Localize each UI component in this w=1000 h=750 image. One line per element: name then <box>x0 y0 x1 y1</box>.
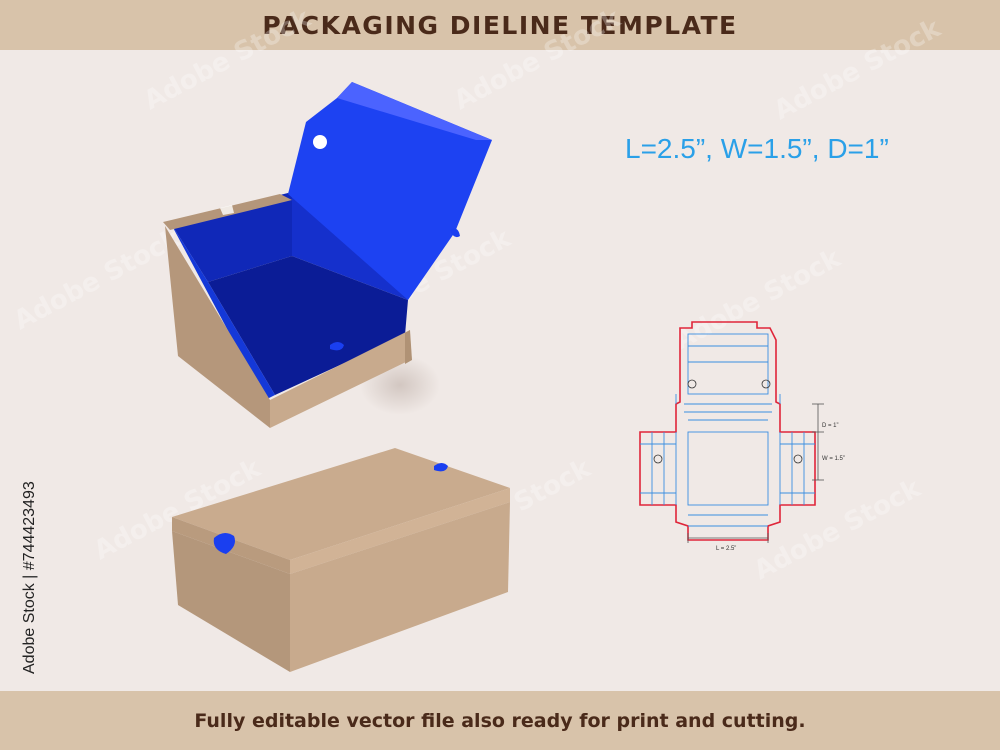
fold-lines <box>640 333 815 527</box>
watermark: Adobe Stock <box>669 243 846 356</box>
length-label: L = 2.5” <box>716 546 736 552</box>
footer-text: Fully editable vector file also ready fo… <box>194 709 806 732</box>
width-label: W = 1.5” <box>822 456 845 462</box>
footer-banner: Fully editable vector file also ready fo… <box>0 691 1000 750</box>
watermark: Adobe Stock <box>769 13 946 126</box>
dimension-lines <box>687 403 824 543</box>
lid-thumb-hole <box>313 135 327 149</box>
dieline-drawing: D = 1” W = 1.5” L = 2.5” <box>639 321 845 552</box>
dimensions-text: L=2.5”, W=1.5”, D=1” <box>625 133 889 164</box>
stock-id-label: Adobe Stock | #744423493 <box>21 481 38 674</box>
watermark: Adobe Stock <box>139 3 316 116</box>
watermark: Adobe Stock <box>449 3 626 116</box>
cut-line <box>639 321 816 541</box>
watermark: Adobe Stock <box>749 473 926 586</box>
thumb-notch <box>213 532 235 554</box>
header-title: PACKAGING DIELINE TEMPLATE <box>262 10 738 40</box>
depth-label: D = 1” <box>822 423 839 429</box>
header-banner: PACKAGING DIELINE TEMPLATE <box>0 0 1000 50</box>
closed-box-illustration <box>172 448 510 672</box>
watermark: Adobe Stock <box>9 223 186 336</box>
open-box-illustration <box>163 82 492 428</box>
